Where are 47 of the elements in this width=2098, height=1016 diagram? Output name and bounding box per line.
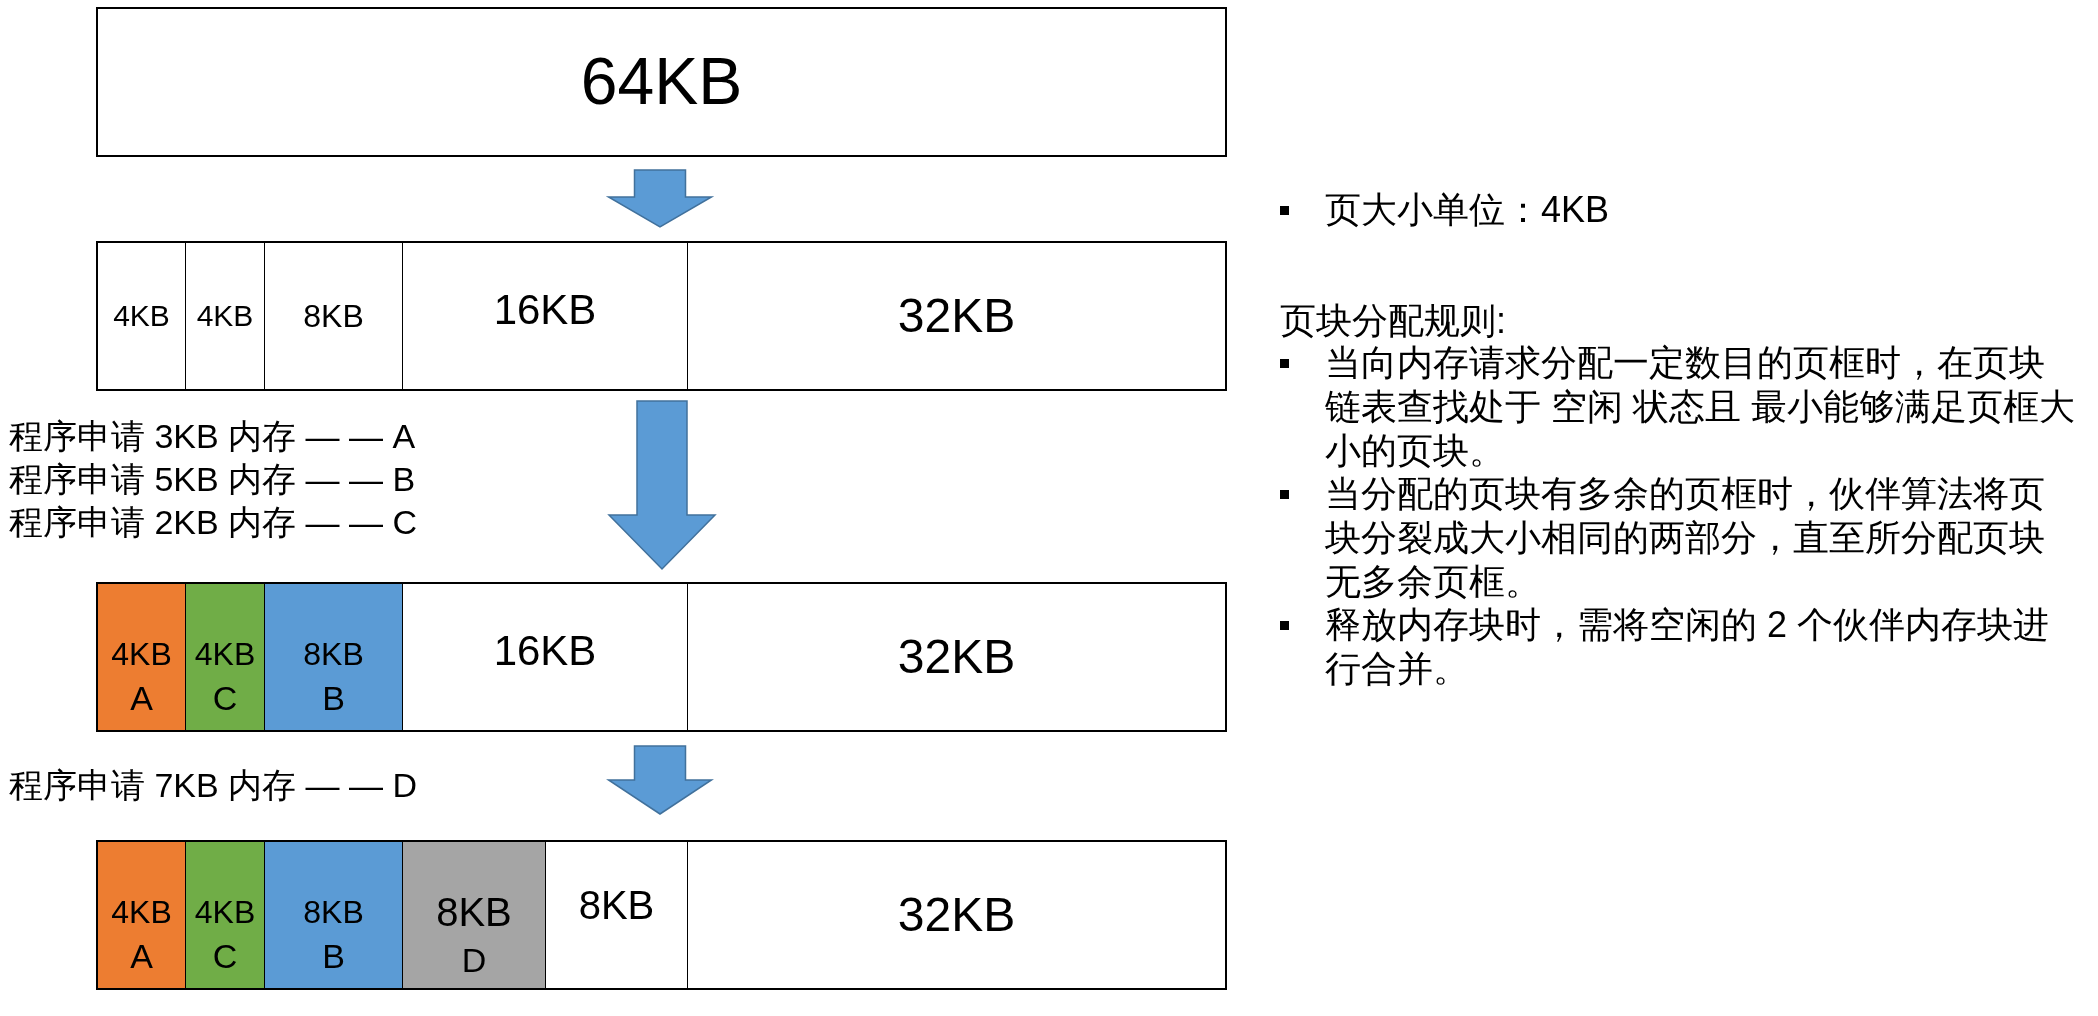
request-text: 程序申请 5KB 内存 — — B <box>9 459 416 500</box>
request-text: 程序申请 2KB 内存 — — C <box>9 502 418 543</box>
allocated-block <box>98 842 185 988</box>
allocated-block <box>264 842 402 988</box>
block-size: 8KB <box>578 882 655 928</box>
rules-heading: 页块分配规则: <box>1280 299 1506 343</box>
program-letter: A <box>130 936 153 976</box>
memory-block <box>96 7 1227 157</box>
block-size: 4KB <box>111 894 172 931</box>
block-size: 16KB <box>493 285 597 335</box>
block-size: 32KB <box>897 288 1016 344</box>
block-size: 4KB <box>196 298 254 334</box>
program-letter: C <box>212 936 238 976</box>
block-size: 16KB <box>493 626 597 676</box>
rule-text: 页大小单位：4KB <box>1325 188 1611 232</box>
program-letter: B <box>322 678 345 718</box>
block-size: 8KB <box>303 894 364 931</box>
block-size: 4KB <box>194 894 256 931</box>
rule-text: 当分配的页块有多余的页框时，伙伴算法将页块分裂成大小相同的两部分，直至所分配页块无多余页框。 <box>1325 472 2046 604</box>
program-letter: B <box>322 936 345 976</box>
program-letter: A <box>130 678 153 718</box>
block-size: 8KB <box>303 636 364 673</box>
block-arrow <box>606 745 714 815</box>
allocated-block <box>185 842 264 988</box>
allocated-block <box>264 584 402 730</box>
block-size: 8KB <box>303 297 364 335</box>
request-text: 程序申请 7KB 内存 — — D <box>9 765 418 806</box>
rule-text: 释放内存块时，需将空闲的 2 个伙伴内存块进行合并。 <box>1325 603 2051 691</box>
block-size: 32KB <box>897 629 1016 685</box>
allocated-block <box>98 584 185 730</box>
block-arrow <box>605 169 715 228</box>
memory-bar <box>96 840 1227 990</box>
block-size: 4KB <box>194 636 256 673</box>
block-size: 64KB <box>580 44 743 120</box>
block-size: 4KB <box>113 298 170 334</box>
program-letter: C <box>212 678 238 718</box>
block-size: 4KB <box>111 636 172 673</box>
block-size: 8KB <box>436 889 512 936</box>
memory-bar <box>96 582 1227 732</box>
request-text: 程序申请 3KB 内存 — — A <box>9 416 416 457</box>
memory-bar <box>96 241 1227 391</box>
block-size: 32KB <box>897 887 1016 943</box>
block-arrow <box>607 400 717 571</box>
allocated-block <box>402 842 545 988</box>
program-letter: D <box>461 941 487 981</box>
allocated-block <box>185 584 264 730</box>
rule-text: 当向内存请求分配一定数目的页框时，在页块链表查找处于 空闲 状态且 最小能够满足页框大小的页块。 <box>1325 341 2076 473</box>
